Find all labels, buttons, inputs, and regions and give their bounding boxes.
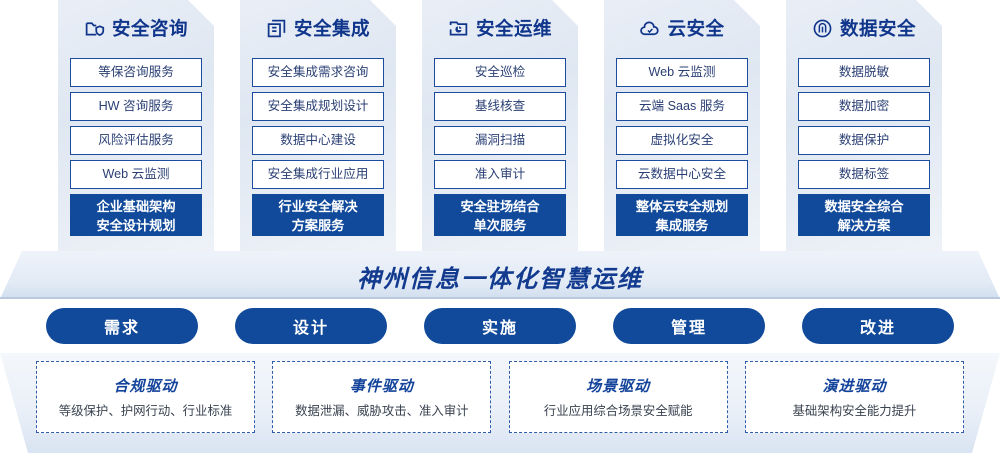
driver-title: 演进驱动	[822, 378, 887, 395]
card-highlight-line2: 集成服务	[655, 218, 709, 233]
card-highlight-line2: 安全设计规划	[96, 218, 176, 233]
capability-card-data-security[interactable]: 数据安全 数据脱敏 数据加密 数据保护 数据标签 数据安全综合 解决方案	[786, 0, 942, 252]
driver-scenario[interactable]: 场景驱动 行业应用综合场景安全赋能	[508, 361, 728, 433]
card-item[interactable]: 数据保护	[798, 126, 930, 155]
platform-banner-shape	[0, 251, 1000, 299]
card-item[interactable]: Web 云监测	[616, 58, 748, 87]
driver-title: 合规驱动	[113, 378, 178, 395]
lifecycle-pills: 需求 设计 实施 管理 改进	[0, 308, 1000, 346]
card-body: 数据脱敏 数据加密 数据保护 数据标签 数据安全综合 解决方案	[786, 58, 942, 248]
driver-compliance[interactable]: 合规驱动 等级保护、护网行动、行业标准	[36, 361, 255, 433]
card-title: 数据安全	[839, 18, 916, 39]
fingerprint-icon	[812, 18, 833, 39]
card-highlight[interactable]: 行业安全解决 方案服务	[252, 194, 384, 236]
card-highlight-line1: 整体云安全规划	[635, 199, 729, 214]
card-item[interactable]: 风险评估服务	[70, 126, 202, 155]
card-item[interactable]: 数据脱敏	[798, 58, 930, 87]
capability-card-security-operations[interactable]: 安全运维 安全巡检 基线核查 漏洞扫描 准入审计 安全驻场结合 单次服务	[422, 0, 578, 252]
card-header: 云安全	[604, 0, 760, 58]
pill-improvement[interactable]: 改进	[802, 308, 954, 344]
capability-columns: 安全咨询 等保咨询服务 HW 咨询服务 风险评估服务 Web 云监测 企业基础架…	[0, 0, 1000, 252]
card-item[interactable]: 云端 Saas 服务	[616, 92, 748, 121]
card-item[interactable]: HW 咨询服务	[70, 92, 202, 121]
card-highlight-line2: 单次服务	[473, 218, 527, 233]
driver-subtitle: 基础架构安全能力提升	[792, 404, 917, 418]
pill-requirement[interactable]: 需求	[46, 308, 198, 344]
card-highlight-line1: 行业安全解决	[278, 199, 358, 214]
card-title: 安全咨询	[111, 18, 188, 39]
card-item[interactable]: 数据加密	[798, 92, 930, 121]
drivers-row: 合规驱动 等级保护、护网行动、行业标准 事件驱动 数据泄漏、威胁攻击、准入审计 …	[0, 353, 1000, 455]
card-header: 安全集成	[240, 0, 396, 58]
card-highlight[interactable]: 数据安全综合 解决方案	[798, 194, 930, 236]
driver-title: 场景驱动	[586, 378, 651, 395]
pill-implementation[interactable]: 实施	[424, 308, 576, 344]
driver-subtitle: 等级保护、护网行动、行业标准	[58, 404, 233, 418]
monitor-chart-icon	[448, 18, 469, 39]
card-header: 数据安全	[786, 0, 942, 58]
card-item[interactable]: 安全集成需求咨询	[252, 58, 384, 87]
card-item[interactable]: 安全巡检	[434, 58, 566, 87]
card-item[interactable]: 基线核查	[434, 92, 566, 121]
card-highlight-line1: 企业基础架构	[96, 199, 176, 214]
card-header: 安全运维	[422, 0, 578, 58]
platform-banner: 神州信息一体化智慧运维	[0, 251, 1000, 301]
card-header: 安全咨询	[58, 0, 214, 58]
platform-banner-title: 神州信息一体化智慧运维	[357, 265, 643, 293]
card-title: 云安全	[667, 18, 725, 39]
capability-card-security-integration[interactable]: 安全集成 安全集成需求咨询 安全集成规划设计 数据中心建设 安全集成行业应用 行…	[240, 0, 396, 252]
cloud-check-icon	[639, 18, 660, 39]
card-item[interactable]: 云数据中心安全	[616, 160, 748, 189]
card-item[interactable]: 数据标签	[798, 160, 930, 189]
card-body: 安全巡检 基线核查 漏洞扫描 准入审计 安全驻场结合 单次服务	[422, 58, 578, 248]
driver-subtitle: 数据泄漏、威胁攻击、准入审计	[295, 404, 469, 418]
card-item[interactable]: 安全集成行业应用	[252, 160, 384, 189]
card-title: 安全集成	[293, 18, 370, 39]
card-highlight-line1: 安全驻场结合	[460, 199, 540, 214]
card-item[interactable]: 漏洞扫描	[434, 126, 566, 155]
card-title: 安全运维	[475, 18, 552, 39]
card-highlight[interactable]: 企业基础架构 安全设计规划	[70, 194, 202, 236]
card-highlight[interactable]: 安全驻场结合 单次服务	[434, 194, 566, 236]
capability-card-security-consulting[interactable]: 安全咨询 等保咨询服务 HW 咨询服务 风险评估服务 Web 云监测 企业基础架…	[58, 0, 214, 252]
pill-management[interactable]: 管理	[613, 308, 765, 344]
card-item[interactable]: 准入审计	[434, 160, 566, 189]
card-body: 安全集成需求咨询 安全集成规划设计 数据中心建设 安全集成行业应用 行业安全解决…	[240, 58, 396, 248]
card-highlight-line2: 方案服务	[291, 218, 345, 233]
driver-evolution[interactable]: 演进驱动 基础架构安全能力提升	[744, 361, 964, 433]
server-stack-icon	[266, 18, 287, 39]
folder-shield-icon	[84, 18, 105, 39]
banner-divider	[0, 297, 1000, 299]
card-highlight-line2: 解决方案	[837, 218, 891, 233]
card-body: 等保咨询服务 HW 咨询服务 风险评估服务 Web 云监测 企业基础架构 安全设…	[58, 58, 214, 248]
driver-title: 事件驱动	[349, 378, 414, 395]
card-item[interactable]: Web 云监测	[70, 160, 202, 189]
card-item[interactable]: 虚拟化安全	[616, 126, 748, 155]
driver-subtitle: 行业应用综合场景安全赋能	[543, 404, 693, 418]
card-item[interactable]: 安全集成规划设计	[252, 92, 384, 121]
capability-card-cloud-security[interactable]: 云安全 Web 云监测 云端 Saas 服务 虚拟化安全 云数据中心安全 整体云…	[604, 0, 760, 252]
card-body: Web 云监测 云端 Saas 服务 虚拟化安全 云数据中心安全 整体云安全规划…	[604, 58, 760, 248]
pill-design[interactable]: 设计	[235, 308, 387, 344]
card-highlight-line1: 数据安全综合	[824, 199, 904, 214]
card-item[interactable]: 数据中心建设	[252, 126, 384, 155]
card-item[interactable]: 等保咨询服务	[70, 58, 202, 87]
driver-incident[interactable]: 事件驱动 数据泄漏、威胁攻击、准入审计	[272, 361, 492, 433]
card-highlight[interactable]: 整体云安全规划 集成服务	[616, 194, 748, 236]
